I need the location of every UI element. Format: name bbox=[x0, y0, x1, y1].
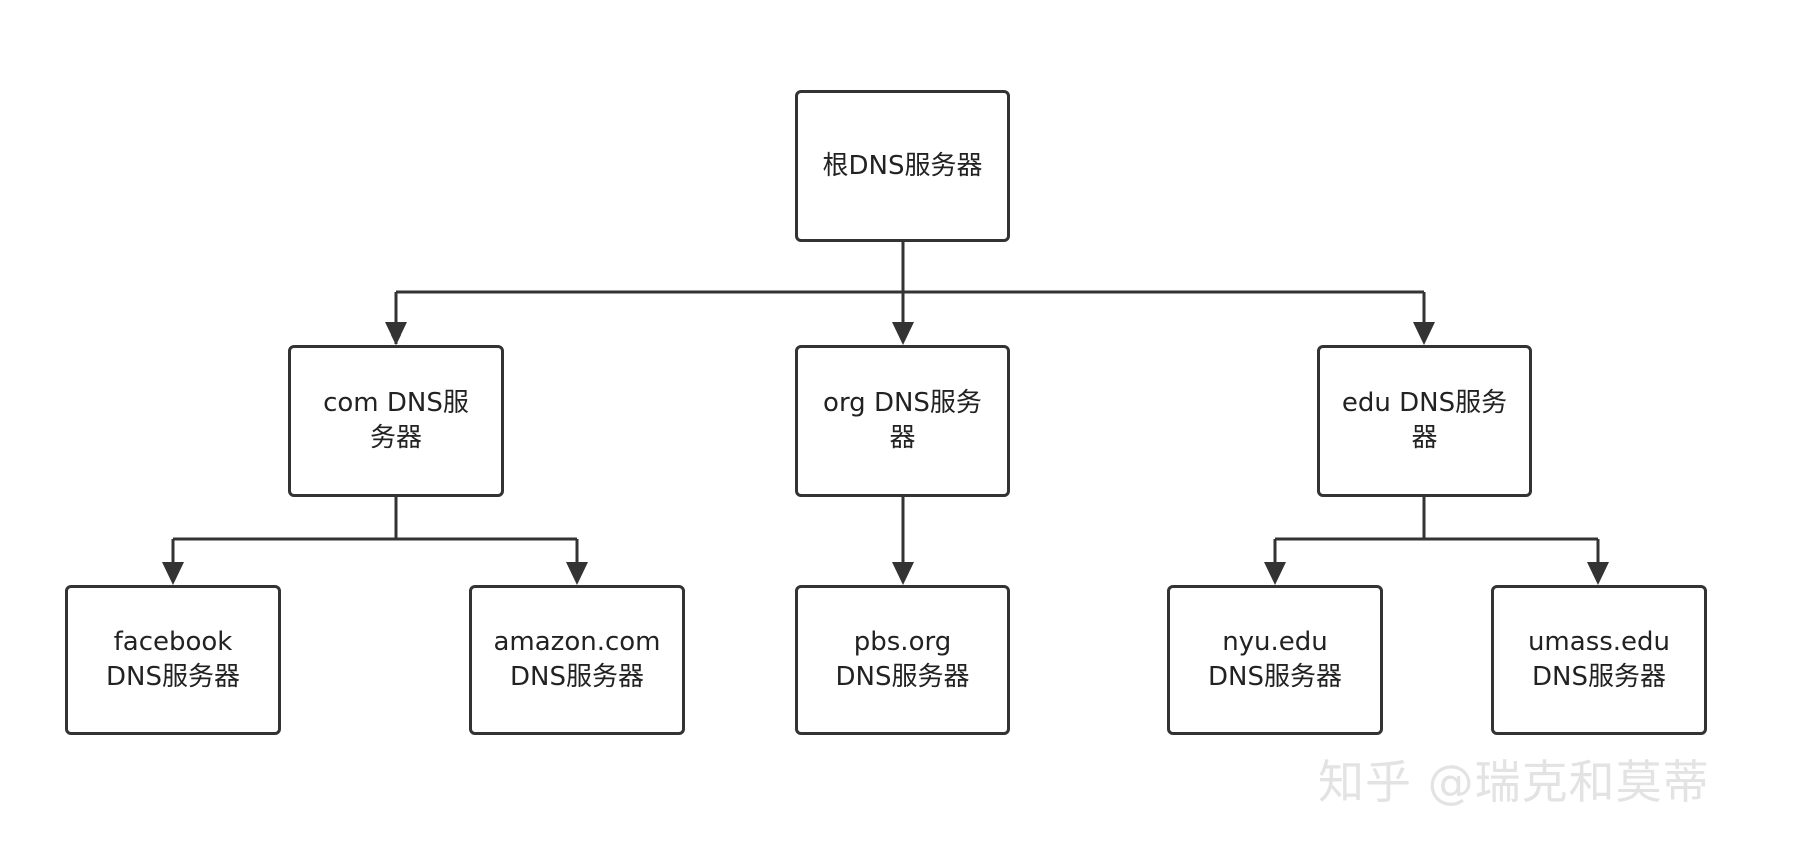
amazon-dns-server-label-line1: amazon.com bbox=[493, 627, 661, 657]
nyu-dns-server-label-line1: nyu.edu bbox=[1222, 627, 1328, 657]
com-dns-server-label: com DNS服务器 bbox=[323, 388, 469, 453]
umass-dns-server-label-line1: umass.edu bbox=[1527, 627, 1671, 657]
arrowhead-nyu bbox=[1264, 562, 1286, 585]
pbs-dns-server-label-line1: pbs.org bbox=[853, 627, 952, 657]
facebook-dns-server-box: facebook DNS服务器 bbox=[65, 585, 281, 735]
arrowhead-pbs bbox=[892, 562, 914, 585]
amazon-dns-server-label-line2: DNS服务器 bbox=[510, 662, 644, 692]
facebook-dns-server-label-line1: facebook bbox=[113, 627, 233, 657]
amazon-dns-server-box: amazon.com DNS服务器 bbox=[469, 585, 685, 735]
org-dns-server-box: org DNS服务器 bbox=[795, 345, 1010, 497]
arrowhead-edu bbox=[1413, 322, 1435, 345]
pbs-dns-server-label-line2: DNS服务器 bbox=[835, 662, 970, 692]
edu-dns-server-box: edu DNS服务器 bbox=[1317, 345, 1532, 497]
arrowhead-org bbox=[892, 322, 914, 345]
facebook-dns-server-label-line2: DNS服务器 bbox=[106, 662, 240, 692]
zhihu-watermark: 知乎 @瑞克和莫蒂 bbox=[1318, 755, 1710, 809]
com-dns-server-box: com DNS服务器 bbox=[288, 345, 504, 497]
arrowhead-amazon bbox=[566, 562, 588, 585]
arrowhead-facebook bbox=[162, 562, 184, 585]
arrowhead-com bbox=[385, 322, 407, 345]
nyu-dns-server-label-line2: DNS服务器 bbox=[1208, 662, 1342, 692]
umass-dns-server-box: umass.edu DNS服务器 bbox=[1491, 585, 1707, 735]
nyu-dns-server-box: nyu.edu DNS服务器 bbox=[1167, 585, 1383, 735]
umass-dns-server-label-line2: DNS服务器 bbox=[1532, 662, 1666, 692]
org-dns-server-label: org DNS服务器 bbox=[823, 388, 982, 453]
edu-dns-server-label: edu DNS服务器 bbox=[1341, 388, 1508, 453]
root-dns-server-box: 根DNS服务器 bbox=[795, 90, 1010, 242]
pbs-dns-server-box: pbs.org DNS服务器 bbox=[795, 585, 1010, 735]
arrowhead-umass bbox=[1587, 562, 1609, 585]
root-dns-server-label: 根DNS服务器 bbox=[822, 150, 983, 181]
